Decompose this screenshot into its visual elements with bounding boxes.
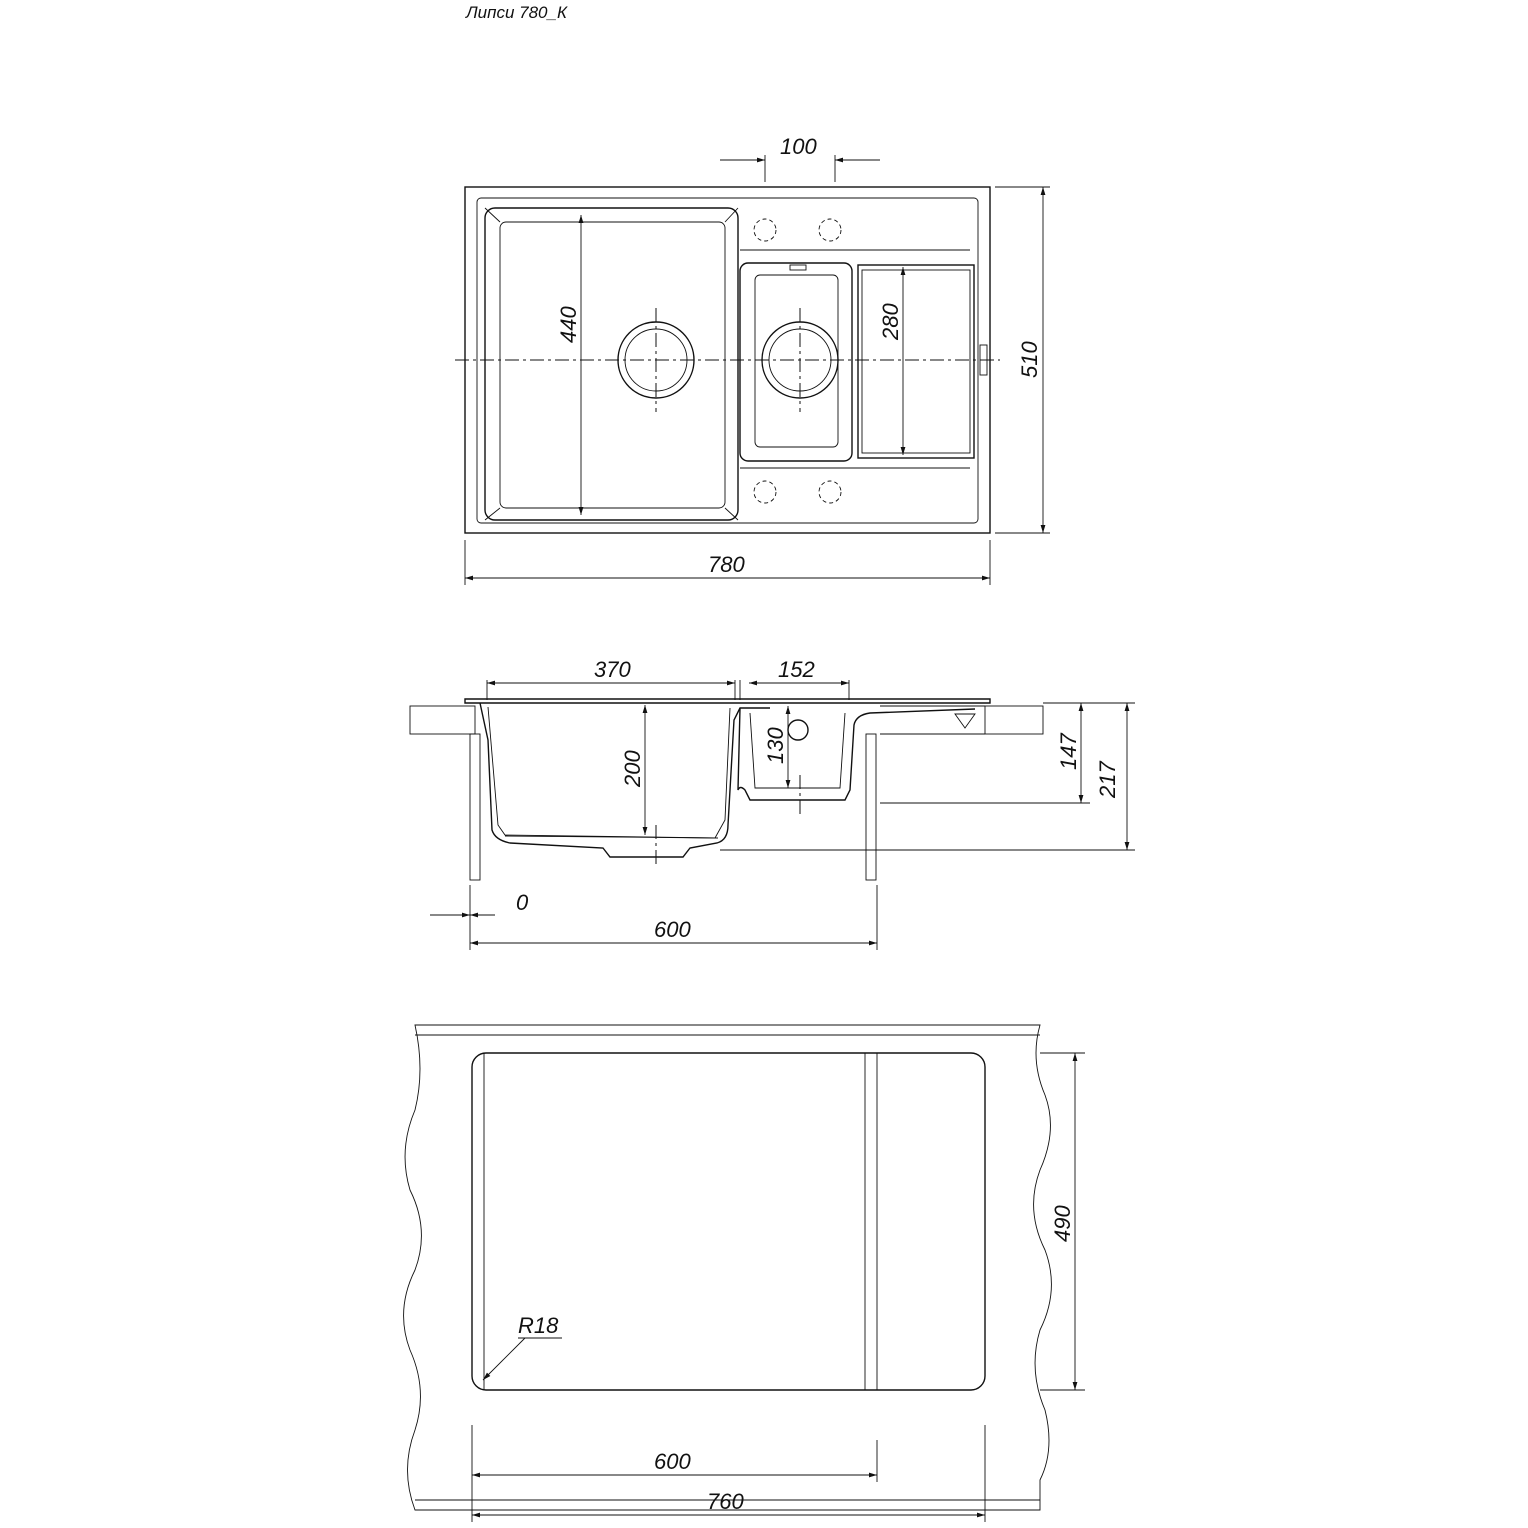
dim-cabinet: 600 [654,917,691,942]
dim-cutout-depth: 490 [1050,1205,1075,1242]
side-view: 370 152 200 130 147 217 0 600 [409,657,1135,950]
dim-small-depth: 130 [763,727,788,764]
dim-main-bowl-width: 370 [594,657,631,682]
dim-radius: R18 [518,1313,559,1338]
dim-width: 780 [708,552,745,577]
dim-small-bowl: 280 [878,303,903,341]
drawing-title: Липси 780_К [465,3,568,22]
dim-depth: 510 [1017,341,1042,378]
dim-tap-spacing: 100 [780,134,817,159]
cutout-view: R18 490 600 760 [403,1024,1085,1522]
dim-small-total: 147 [1056,733,1081,770]
dim-cabinet-cutout: 600 [654,1449,691,1474]
dim-cutout-width: 760 [707,1489,744,1514]
dim-small-bowl-width: 152 [778,657,815,682]
top-view: 100 510 780 440 280 [455,134,1050,585]
dim-main-bowl: 440 [556,306,581,343]
dim-offset: 0 [516,890,529,915]
dim-main-depth: 200 [620,750,645,788]
dim-total-height: 217 [1095,761,1120,799]
